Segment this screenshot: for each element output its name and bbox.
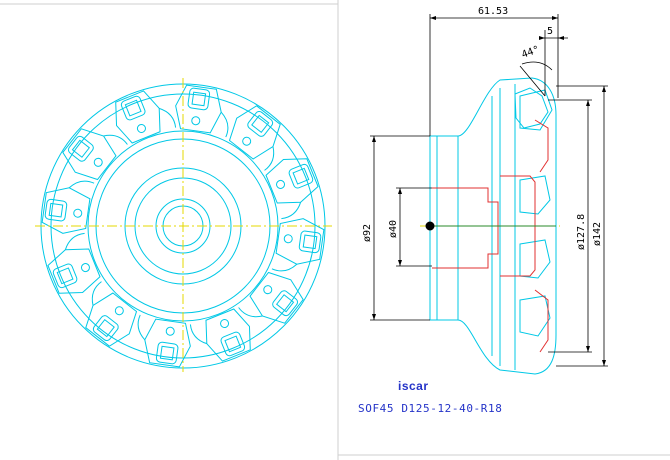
insert-pocket [271, 218, 325, 272]
dim-cut-diameter: ø127.8 [576, 214, 587, 250]
dim-overall-length: 61.53 [478, 6, 508, 17]
tool-designation: SOF45 D125-12-40-R18 [358, 402, 503, 415]
insert-pocket [62, 128, 128, 181]
front-centerlines [35, 78, 332, 372]
dim-angle: 44° [520, 44, 541, 61]
insert-pocket [85, 281, 138, 347]
insert-pocket [265, 158, 319, 220]
insert-pocket [238, 271, 304, 324]
iscar-logo: iscar [398, 379, 429, 393]
insert-pockets [41, 84, 325, 368]
insert-pocket [189, 308, 251, 362]
insert-pocket [228, 105, 281, 171]
dim-outer-diameter: ø142 [592, 222, 603, 246]
insert-pocket [175, 84, 229, 138]
insert-pocket [41, 180, 95, 234]
dim-chamfer-width: 5 [547, 26, 553, 37]
dim-bore-diameter: ø40 [388, 220, 399, 238]
dimension-lines [370, 14, 608, 367]
insert-pocket [47, 232, 101, 294]
insert-pocket [137, 314, 191, 368]
dimension-arrows [372, 16, 606, 366]
insert-pocket [115, 90, 177, 144]
dim-hub-diameter: ø92 [362, 224, 373, 242]
cutter-side-view [420, 77, 560, 375]
